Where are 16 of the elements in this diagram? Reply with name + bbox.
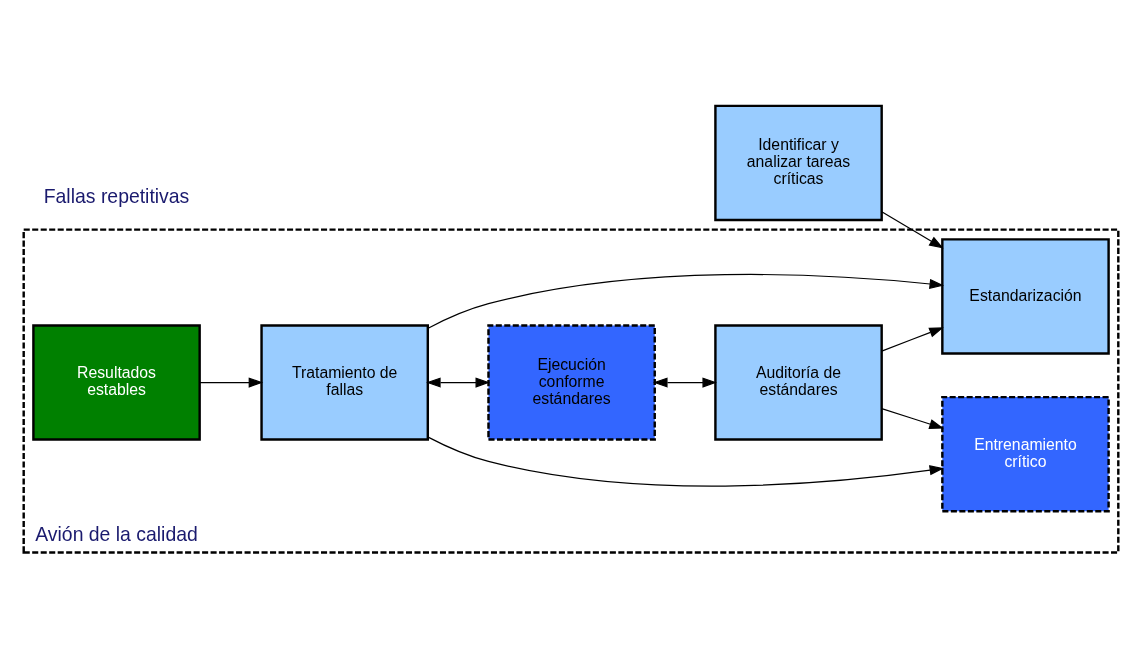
node-box: Estandarización bbox=[941, 238, 1110, 355]
arrow bbox=[653, 377, 717, 388]
arrow bbox=[881, 408, 944, 429]
arrow bbox=[199, 377, 264, 388]
arrow bbox=[427, 273, 945, 329]
arrow bbox=[426, 377, 491, 388]
node-box: Identificar y analizar tareas críticas bbox=[714, 104, 883, 222]
node-box: Tratamiento de fallas bbox=[260, 324, 429, 441]
arrow bbox=[881, 211, 944, 249]
label: Fallas repetitivas bbox=[43, 184, 190, 207]
arrow bbox=[427, 436, 945, 487]
node-box: Ejecución conforme estándares bbox=[487, 324, 656, 441]
node-box: Entrenamiento crítico bbox=[941, 395, 1110, 513]
arrow bbox=[881, 327, 944, 352]
node-box: Auditoría de estándares bbox=[714, 324, 883, 441]
node-box: Resultados estables bbox=[32, 324, 201, 441]
